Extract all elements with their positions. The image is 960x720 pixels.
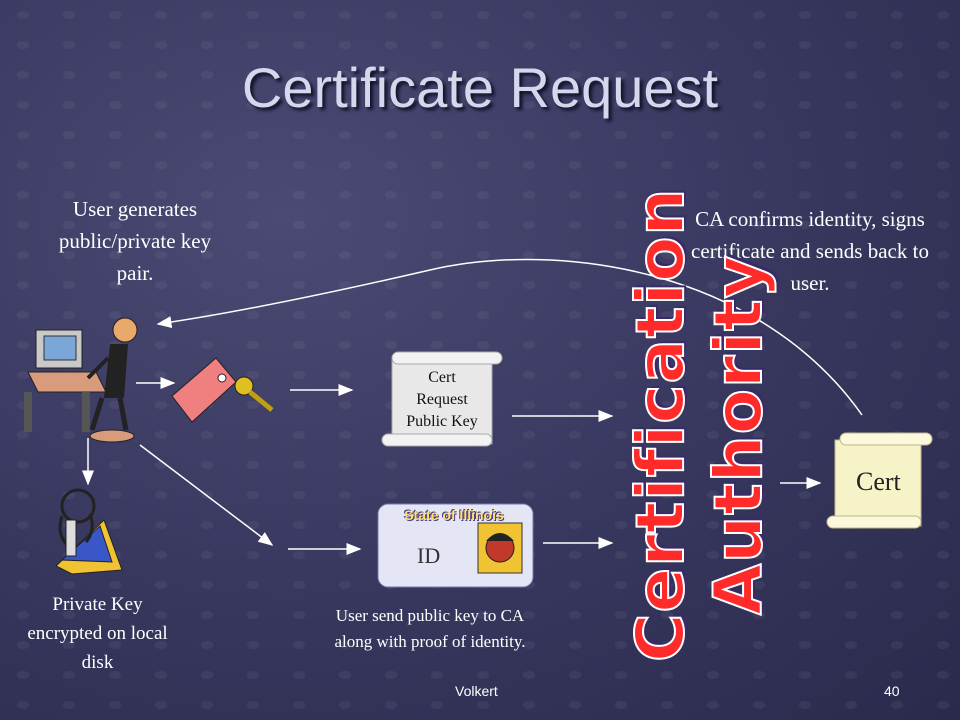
cert-request-line-2: Request (416, 391, 468, 408)
return-arrow (156, 258, 863, 416)
keychain-icon (55, 488, 123, 575)
page-number: 40 (884, 683, 900, 699)
user-caption: User generates public/private key pair. (58, 197, 212, 285)
cert-request-line-3: Public Key (406, 413, 478, 430)
id-card-header: State of Illinois (404, 507, 504, 523)
cert-request-line-1: Cert (428, 369, 456, 386)
cert-request-text: Cert Request Public Key (392, 367, 492, 433)
key-tag-icon (171, 357, 274, 423)
ca-caption: CA confirms identity, signs certificate … (691, 207, 929, 295)
slide-title: Certificate Request (241, 56, 719, 119)
id-photo-icon (477, 522, 523, 574)
footer-author: Volkert (455, 683, 498, 699)
computer-user-icon (24, 317, 138, 443)
cert-scroll (826, 432, 933, 529)
ca-label-authority: Authority (699, 253, 778, 616)
send-caption: User send public key to CA along with pr… (334, 606, 526, 651)
cert-label: Cert (856, 467, 901, 496)
ca-label-certification: Certification (621, 187, 700, 663)
private-key-caption: Private Key encrypted on local disk (27, 594, 168, 673)
cert-request-scroll (381, 351, 503, 447)
arrow-user-to-id (139, 444, 274, 546)
id-card-label: ID (417, 543, 441, 568)
